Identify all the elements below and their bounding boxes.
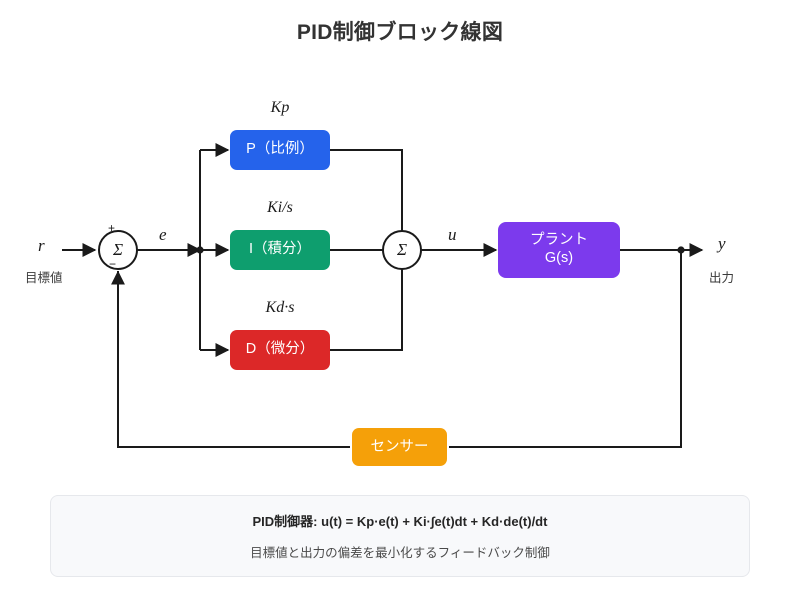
output-signal-label: y (718, 234, 726, 253)
caption-box: PID制御器: u(t) = Kp·e(t) + Ki·∫e(t)dt + Kd… (50, 495, 750, 577)
wire-sensor-to-sum (117, 271, 350, 448)
reference-signal-caption: 目標値 (25, 271, 63, 285)
sensor-block[interactable] (352, 428, 447, 466)
pid-formula-text: PID制御器: u(t) = Kp·e(t) + Ki·∫e(t)dt + Kd… (252, 514, 548, 529)
plant-block[interactable] (498, 222, 620, 278)
i-block[interactable] (230, 230, 330, 270)
control-sum-sigma-icon: Σ (396, 240, 408, 259)
error-sum-minus-icon: − (109, 257, 117, 271)
wire-output-tap-to-sensor (449, 250, 682, 448)
control-signal-label: u (448, 225, 457, 244)
p-gain-label: Kp (270, 99, 290, 116)
branch-dot-output (677, 246, 685, 254)
error-sum-junction[interactable] (98, 230, 138, 270)
d-block[interactable] (230, 330, 330, 370)
p-block[interactable] (230, 130, 330, 170)
output-signal-caption: 出力 (709, 271, 735, 285)
d-gain-label: Kd·s (265, 299, 295, 316)
error-sum-plus-icon: + (108, 221, 116, 235)
i-gain-label: Ki/s (267, 199, 293, 216)
page-title: PID制御ブロック線図 (296, 21, 504, 44)
error-sum-sigma-icon: Σ (112, 240, 124, 259)
error-signal-label: e (159, 225, 167, 244)
wire-d-to-sum (330, 269, 403, 351)
wire-p-to-sum (330, 149, 403, 231)
branch-dot-error (196, 246, 204, 254)
connector-lines (62, 143, 704, 448)
reference-signal-label: r (38, 236, 45, 255)
pid-description-text: 目標値と出力の偏差を最小化するフィードバック制御 (250, 546, 550, 560)
control-sum-junction[interactable] (382, 230, 422, 270)
